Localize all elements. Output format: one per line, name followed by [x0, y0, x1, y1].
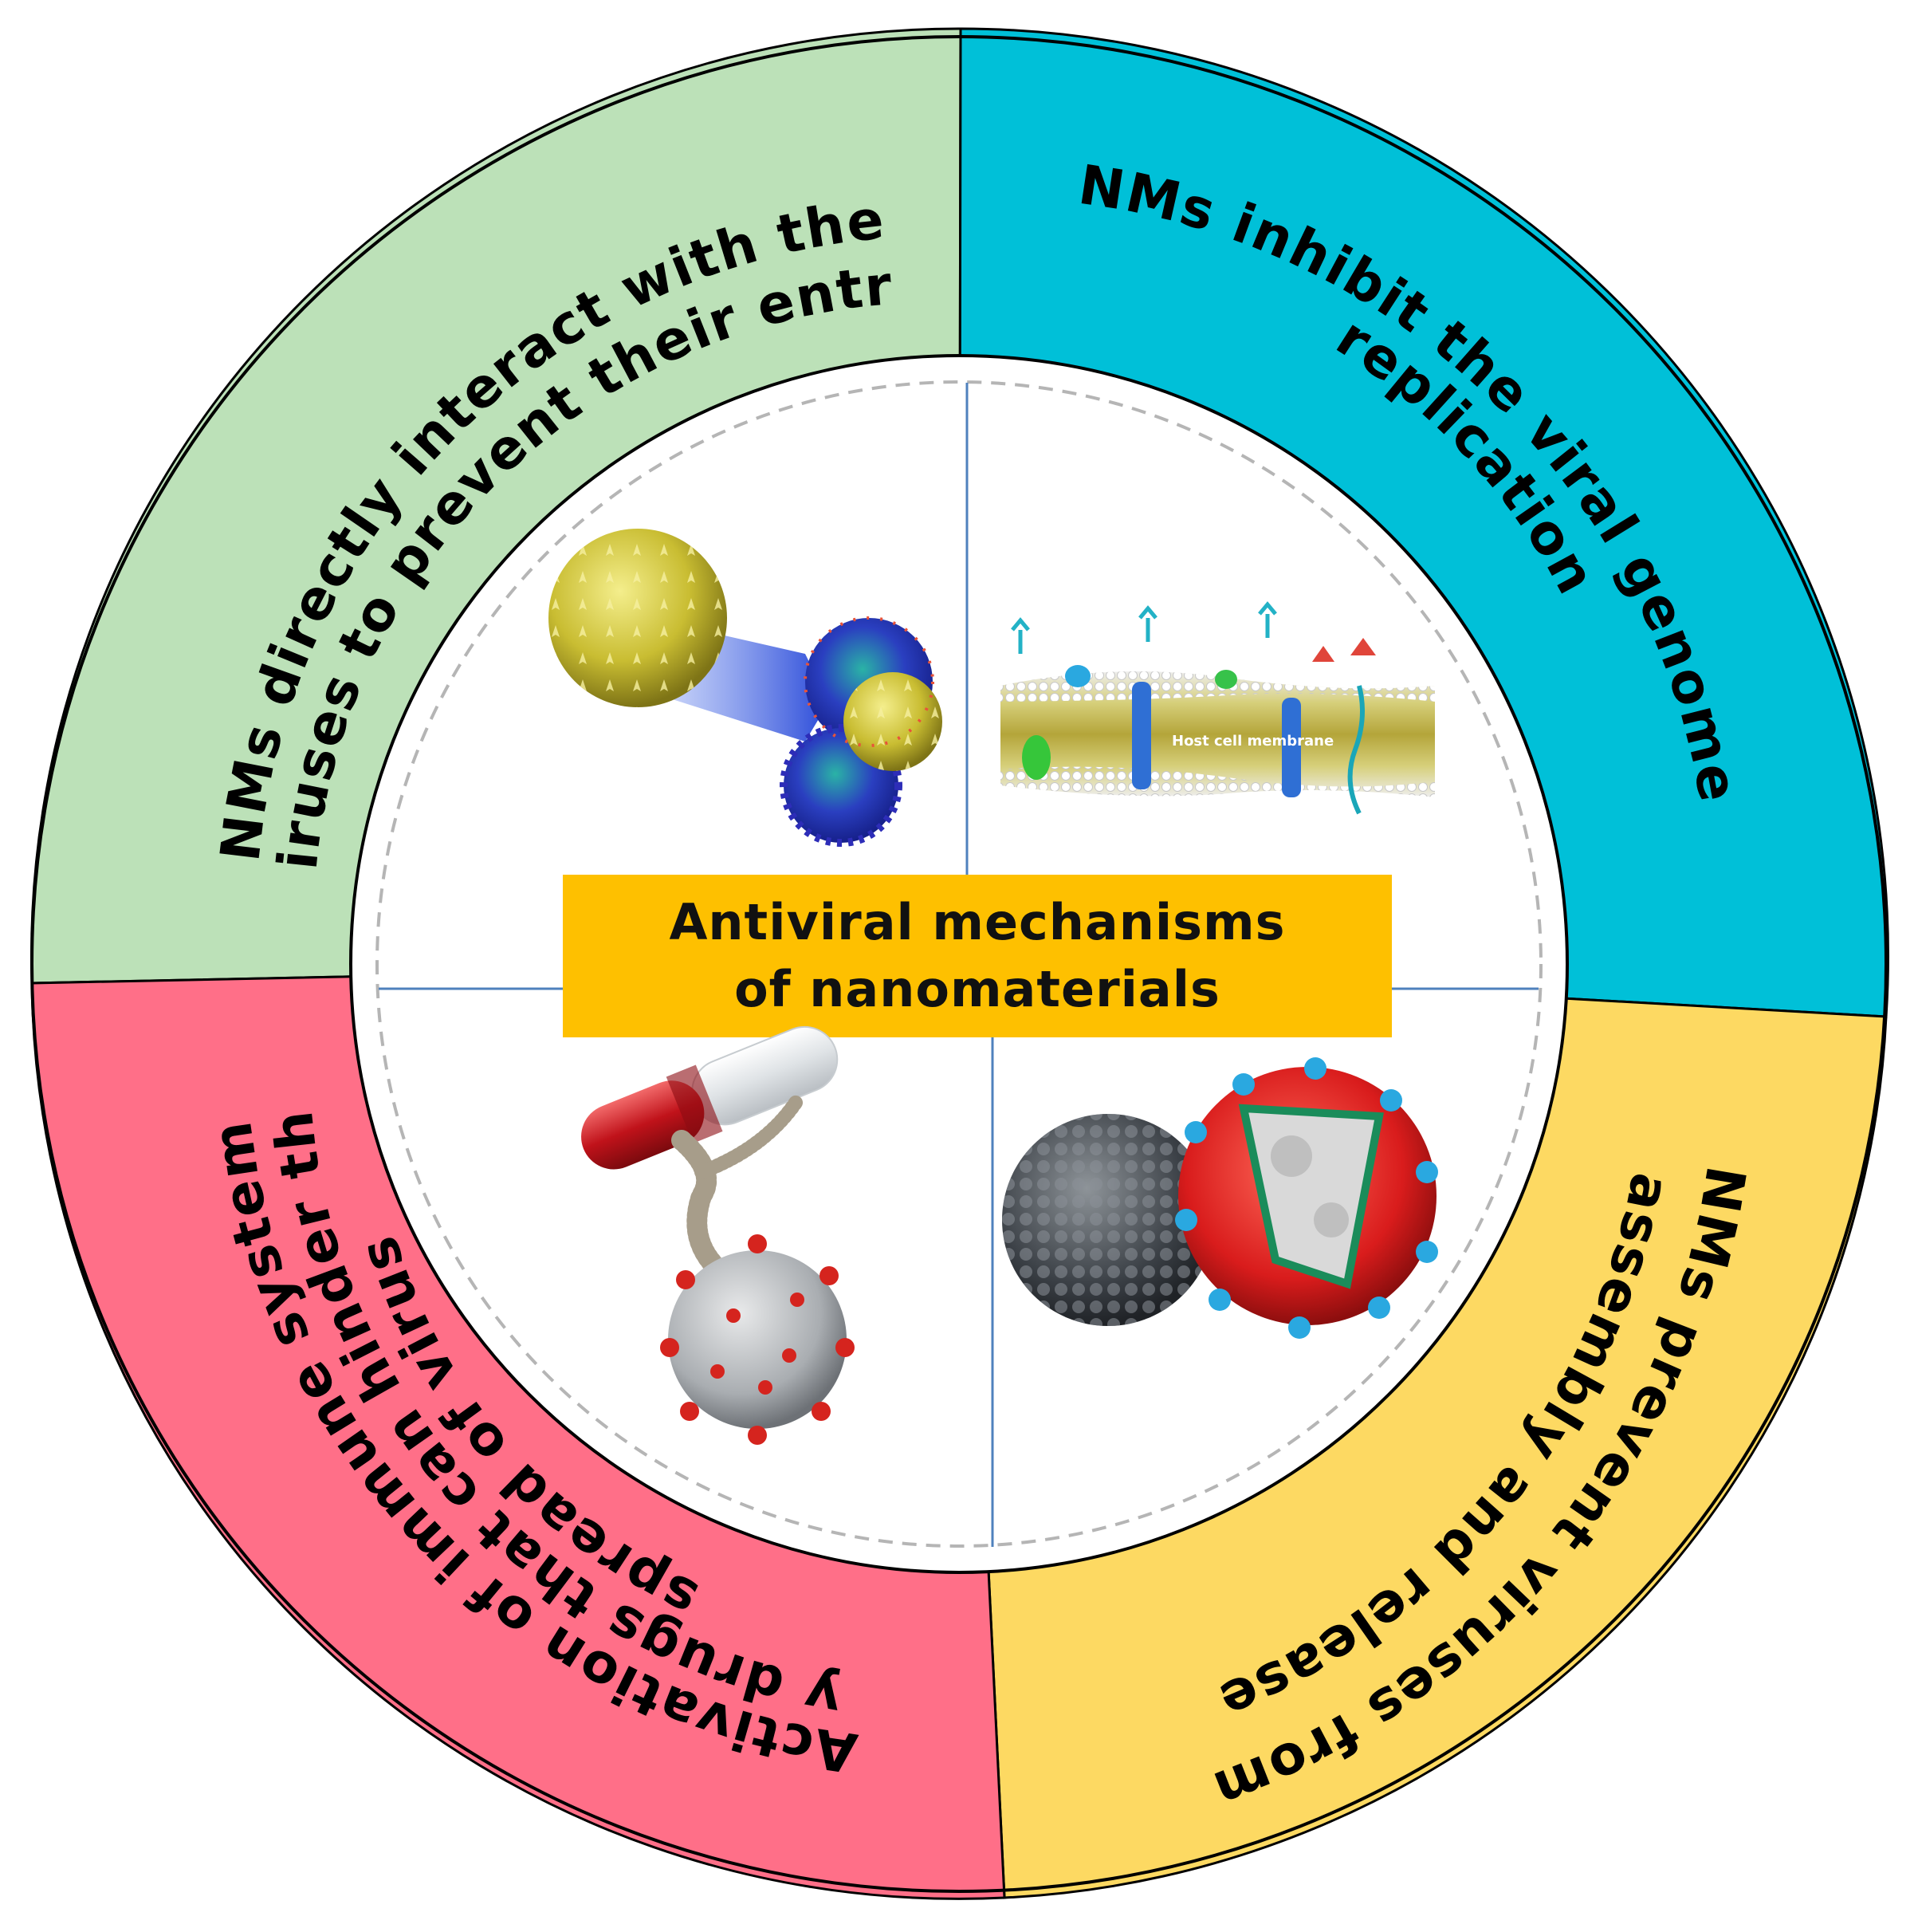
center-title-line2: of nanomaterials	[734, 960, 1220, 1018]
center-title-line1: Antiviral mechanisms	[669, 893, 1286, 951]
nanoparticle-virus-assembly-icon	[1002, 1057, 1438, 1339]
host-cell-membrane-icon: Host cell membrane	[1000, 601, 1435, 815]
drug-capsule-virus-icon	[581, 1025, 855, 1445]
membrane-label: Host cell membrane	[1172, 733, 1334, 750]
nanoparticle-virus-binding-icon	[548, 529, 942, 847]
outer-ring-border	[30, 35, 1888, 1893]
center-title-box	[563, 875, 1392, 1037]
inner-dashed-ring	[375, 380, 1543, 1548]
center-title: Antiviral mechanisms of nanomaterials	[563, 875, 1392, 1037]
